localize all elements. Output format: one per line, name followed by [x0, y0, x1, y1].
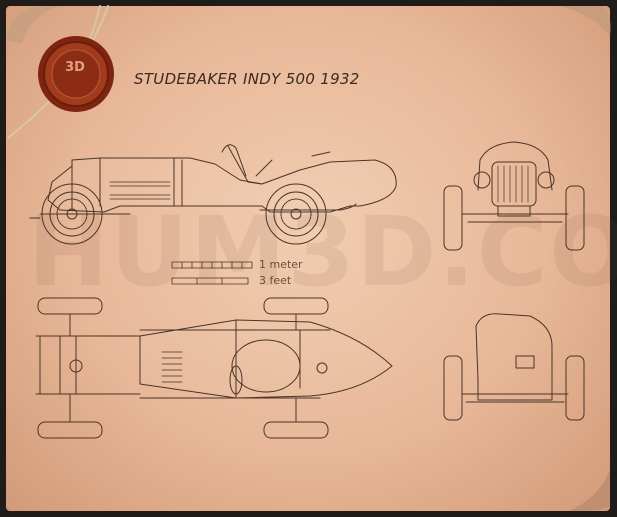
top-view	[35, 297, 393, 439]
side-wheel-rear	[265, 183, 327, 245]
curl-top-right	[560, 6, 611, 36]
scale-meter-label: 1 meter	[259, 258, 303, 271]
front-view	[443, 141, 585, 251]
page-title: STUDEBAKER INDY 500 1932	[134, 70, 360, 88]
scale-bar	[171, 261, 253, 285]
scale-feet-label: 3 feet	[259, 274, 292, 287]
side-view	[29, 144, 397, 245]
side-wheel-front	[41, 183, 103, 245]
curl-top-left	[6, 6, 60, 44]
wax-seal	[38, 36, 114, 112]
curl-bottom-right	[570, 470, 610, 511]
rear-view	[443, 313, 585, 421]
